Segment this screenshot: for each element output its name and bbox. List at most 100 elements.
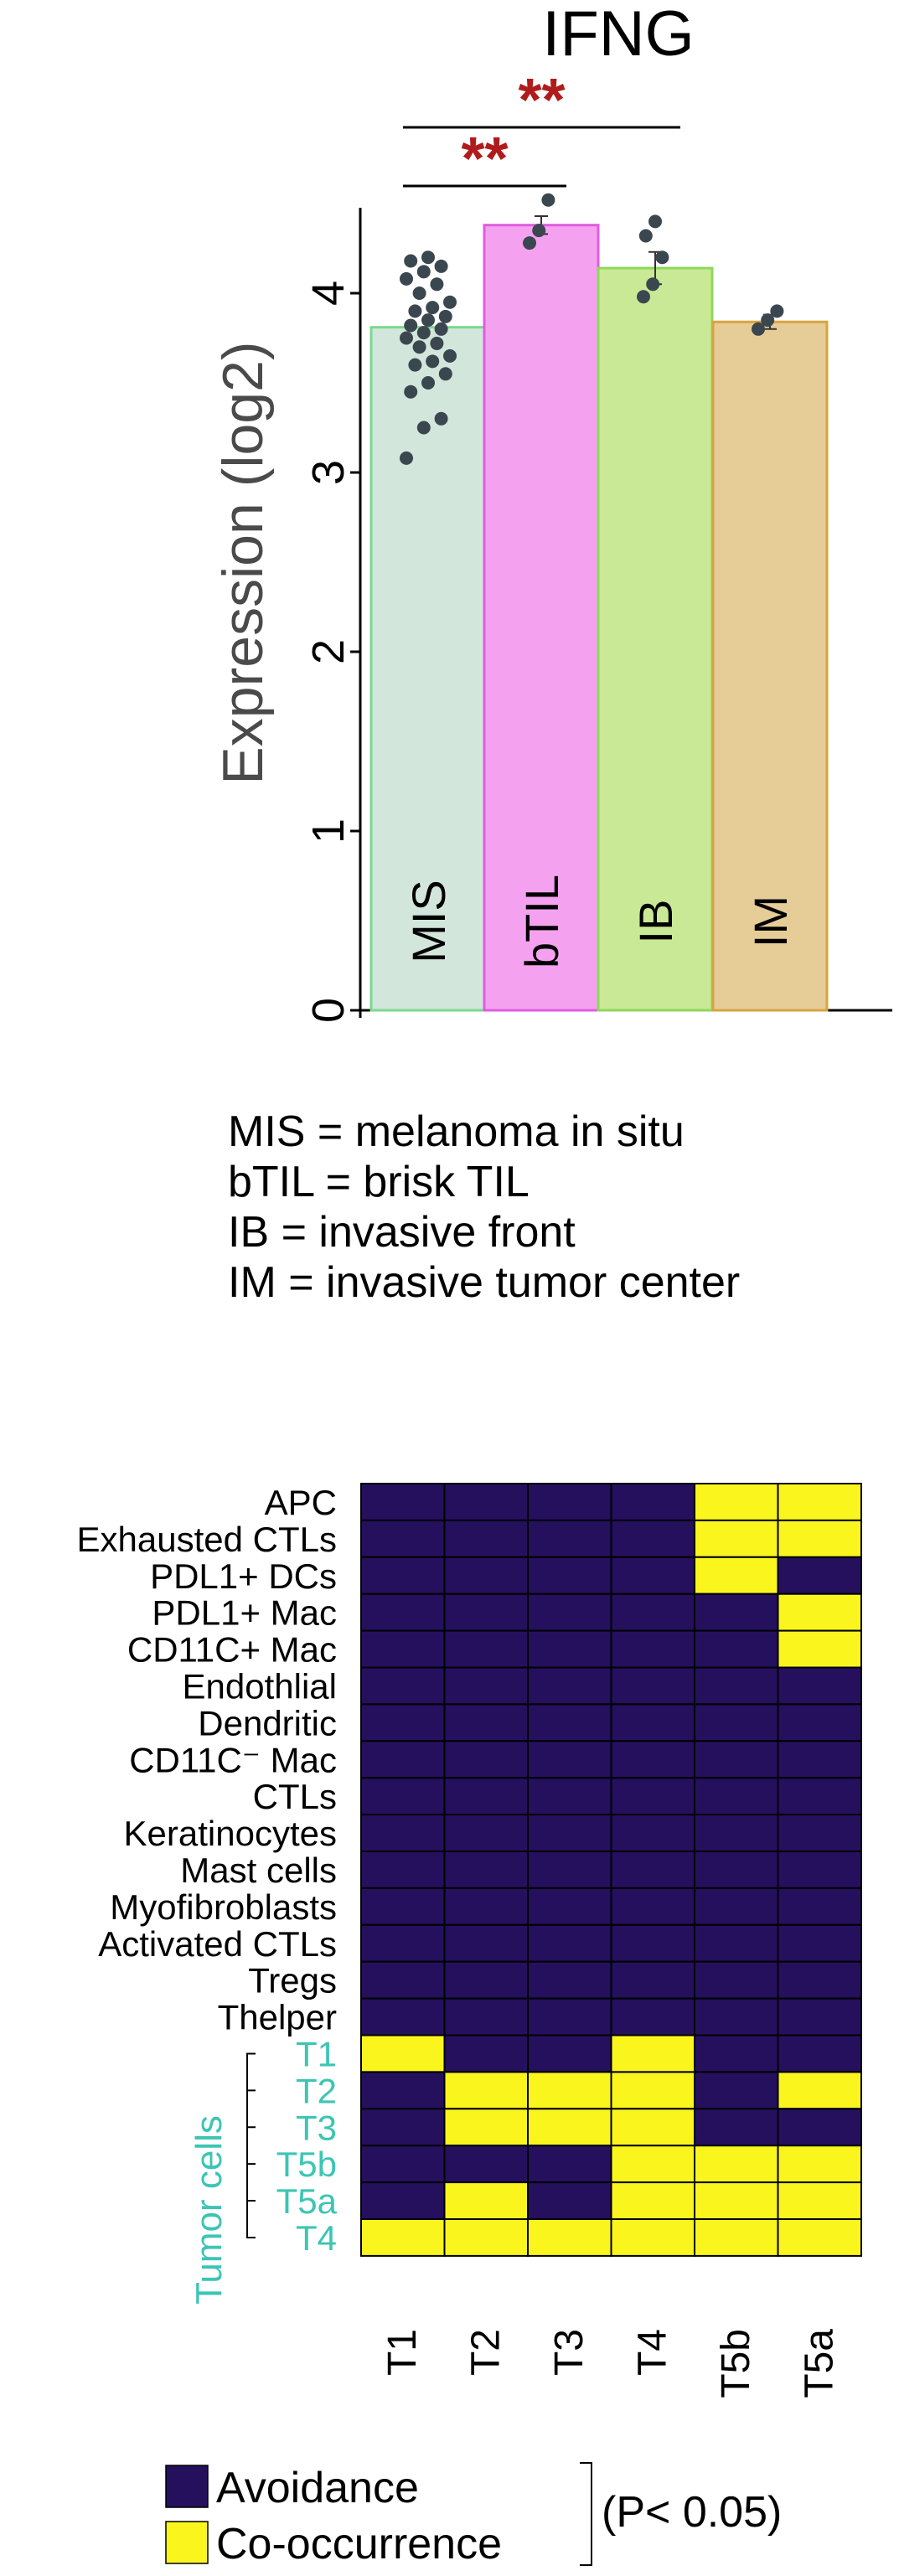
heatmap-cell — [777, 1666, 862, 1706]
heatmap-cell — [694, 2034, 779, 2073]
data-point — [646, 277, 660, 292]
heatmap-cell — [610, 1666, 695, 1706]
heatmap-cell — [360, 1997, 446, 2037]
heatmap-cell — [694, 1556, 779, 1595]
heatmap-column-label: T1 — [380, 2329, 425, 2376]
heatmap-cell — [527, 1666, 612, 1706]
heatmap-cell — [360, 2071, 446, 2110]
data-point — [421, 313, 435, 328]
heatmap-cell — [443, 1887, 529, 1926]
y-tick-label: 3 — [303, 460, 354, 485]
heatmap-cell — [694, 1814, 779, 1853]
heatmap-cell — [443, 1556, 529, 1595]
data-point — [434, 322, 448, 336]
heatmap-cell — [777, 1703, 862, 1742]
data-point — [404, 254, 418, 268]
heatmap-cell — [694, 2108, 779, 2147]
heatmap-cell — [443, 1703, 529, 1742]
heatmap-cell — [777, 1629, 862, 1669]
heatmap-cell — [443, 1740, 529, 1779]
heatmap-cell — [527, 1814, 612, 1853]
data-point — [770, 304, 784, 318]
heatmap-cell — [443, 2034, 529, 2073]
abbreviation-line: IM = invasive tumor center — [228, 1258, 740, 1307]
heatmap-cell — [610, 1629, 695, 1669]
data-point — [430, 277, 444, 292]
heatmap-column-label: T5a — [797, 2329, 841, 2398]
heatmap-row-label: Endothlial — [183, 1666, 337, 1706]
heatmap-cell — [694, 1629, 779, 1669]
data-point — [532, 224, 546, 238]
tumor-cells-group: Tumor cells — [189, 2052, 256, 2305]
heatmap-cell — [360, 2034, 446, 2073]
heatmap-legend: Avoidance Co-occurrence (P< 0.05) — [165, 2462, 782, 2568]
heatmap-cell — [360, 1851, 446, 1889]
data-point — [400, 451, 413, 465]
heatmap-column-label: T4 — [630, 2329, 674, 2376]
y-tick-label: 2 — [303, 639, 354, 664]
data-point — [416, 265, 431, 279]
data-point — [426, 354, 440, 369]
chart-title: IFNG — [542, 0, 695, 70]
y-axis-label: Expression (log2) — [211, 341, 275, 784]
heatmap-cells — [360, 1483, 862, 2257]
heatmap-cell — [360, 1703, 446, 1742]
data-point — [761, 313, 775, 328]
heatmap-cell — [777, 1997, 862, 2037]
heatmap-cell — [527, 1703, 612, 1742]
data-point — [637, 290, 650, 304]
data-point — [523, 236, 536, 250]
data-point — [416, 421, 431, 435]
heatmap-cell — [443, 1814, 529, 1853]
heatmap-cell — [777, 1814, 862, 1853]
heatmap-cell — [610, 1814, 695, 1853]
heatmap-row-label: T1 — [296, 2034, 337, 2073]
heatmap-cell — [360, 1666, 446, 1706]
abbreviation-line: IB = invasive front — [228, 1208, 576, 1257]
heatmap-cell — [360, 2218, 446, 2257]
heatmap-cell — [443, 1923, 529, 1963]
heatmap-cell — [443, 1519, 529, 1558]
heatmap-cell — [527, 1556, 612, 1595]
heatmap-cell — [443, 1629, 529, 1669]
heatmap-cell — [527, 1997, 612, 2037]
heatmap-row-label: APC — [265, 1483, 337, 1522]
heatmap-cell — [610, 1593, 695, 1632]
heatmap-cell — [527, 2218, 612, 2257]
heatmap-cell — [443, 1997, 529, 2037]
data-point — [412, 340, 426, 354]
heatmap-cell — [610, 1703, 695, 1742]
y-tick-label: 4 — [303, 281, 354, 306]
data-point — [416, 326, 431, 340]
abbreviation-line: bTIL = brisk TIL — [228, 1158, 530, 1206]
heatmap-cell — [527, 2108, 612, 2147]
heatmap-cell — [443, 1483, 529, 1521]
heatmap-cell — [694, 2145, 779, 2184]
heatmap-cell — [443, 2071, 529, 2110]
heatmap-cell — [527, 2145, 612, 2184]
heatmap-cell — [360, 1777, 446, 1816]
data-point — [438, 309, 452, 323]
heatmap-cell — [777, 1519, 862, 1558]
data-point — [430, 336, 444, 350]
heatmap-cell — [694, 2071, 779, 2110]
heatmap-row-label: Activated CTLs — [98, 1924, 337, 1964]
y-tick-label: 1 — [303, 818, 354, 844]
heatmap-cell — [694, 1997, 779, 2037]
heatmap-cell — [360, 1519, 446, 1558]
heatmap-cell — [610, 2145, 695, 2184]
heatmap-row-label: T2 — [296, 2071, 337, 2110]
data-points — [400, 193, 784, 465]
heatmap-cell — [777, 1960, 862, 2000]
heatmap-cell — [360, 2145, 446, 2184]
data-point — [443, 295, 457, 309]
heatmap-cell — [694, 1703, 779, 1742]
heatmap-cell — [443, 2145, 529, 2184]
data-point — [421, 250, 435, 265]
heatmap-cell — [777, 2108, 862, 2147]
